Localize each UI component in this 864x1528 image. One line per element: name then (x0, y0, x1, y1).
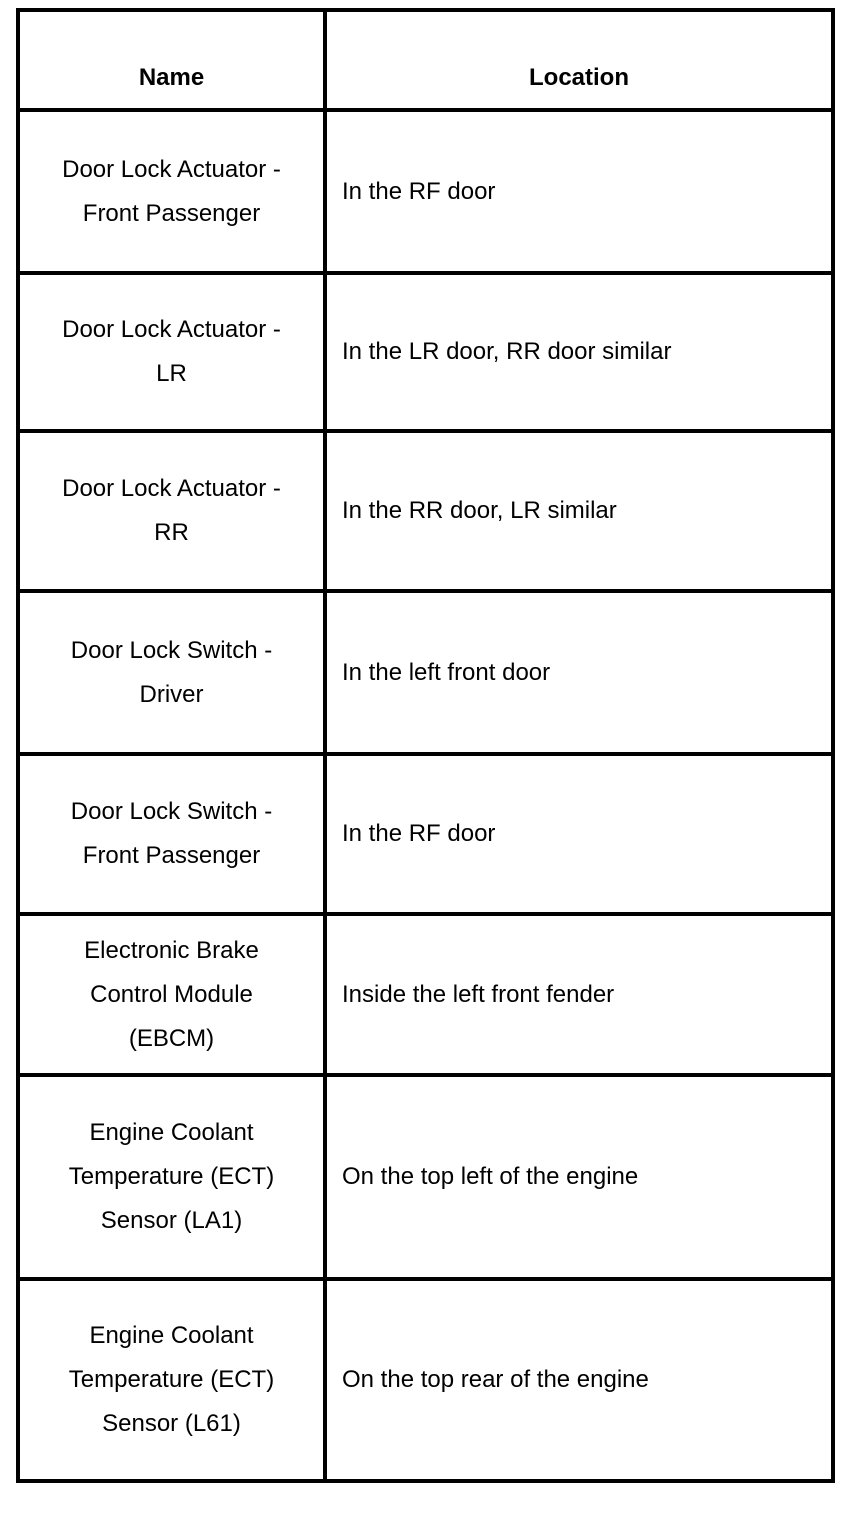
name-cell: Door Lock Actuator - RR (16, 429, 327, 593)
name-cell: Door Lock Switch - Driver (16, 589, 327, 756)
table-row: Electronic Brake Control Module (EBCM) I… (16, 912, 835, 1077)
location-cell: Inside the left front fender (323, 912, 835, 1077)
table-row: Door Lock Actuator - LR In the LR door, … (16, 271, 835, 433)
name-cell: Engine Coolant Temperature (ECT) Sensor … (16, 1277, 327, 1483)
table-row: Engine Coolant Temperature (ECT) Sensor … (16, 1277, 835, 1483)
table-row: Door Lock Switch - Driver In the left fr… (16, 589, 835, 756)
location-cell: On the top left of the engine (323, 1073, 835, 1281)
name-cell: Engine Coolant Temperature (ECT) Sensor … (16, 1073, 327, 1281)
location-cell: On the top rear of the engine (323, 1277, 835, 1483)
location-cell: In the RF door (323, 108, 835, 275)
column-header-location: Location (323, 8, 835, 112)
name-cell: Door Lock Switch - Front Passenger (16, 752, 327, 916)
name-cell: Door Lock Actuator - Front Passenger (16, 108, 327, 275)
table-row: Engine Coolant Temperature (ECT) Sensor … (16, 1073, 835, 1281)
name-cell: Electronic Brake Control Module (EBCM) (16, 912, 327, 1077)
location-cell: In the RR door, LR similar (323, 429, 835, 593)
location-cell: In the RF door (323, 752, 835, 916)
table-row: Door Lock Switch - Front Passenger In th… (16, 752, 835, 916)
table-row: Door Lock Actuator - Front Passenger In … (16, 108, 835, 275)
component-location-table: Name Location Door Lock Actuator - Front… (16, 8, 835, 1483)
table-header-row: Name Location (16, 8, 835, 112)
column-header-name: Name (16, 8, 327, 112)
name-cell: Door Lock Actuator - LR (16, 271, 327, 433)
table-row: Door Lock Actuator - RR In the RR door, … (16, 429, 835, 593)
location-cell: In the LR door, RR door similar (323, 271, 835, 433)
location-cell: In the left front door (323, 589, 835, 756)
